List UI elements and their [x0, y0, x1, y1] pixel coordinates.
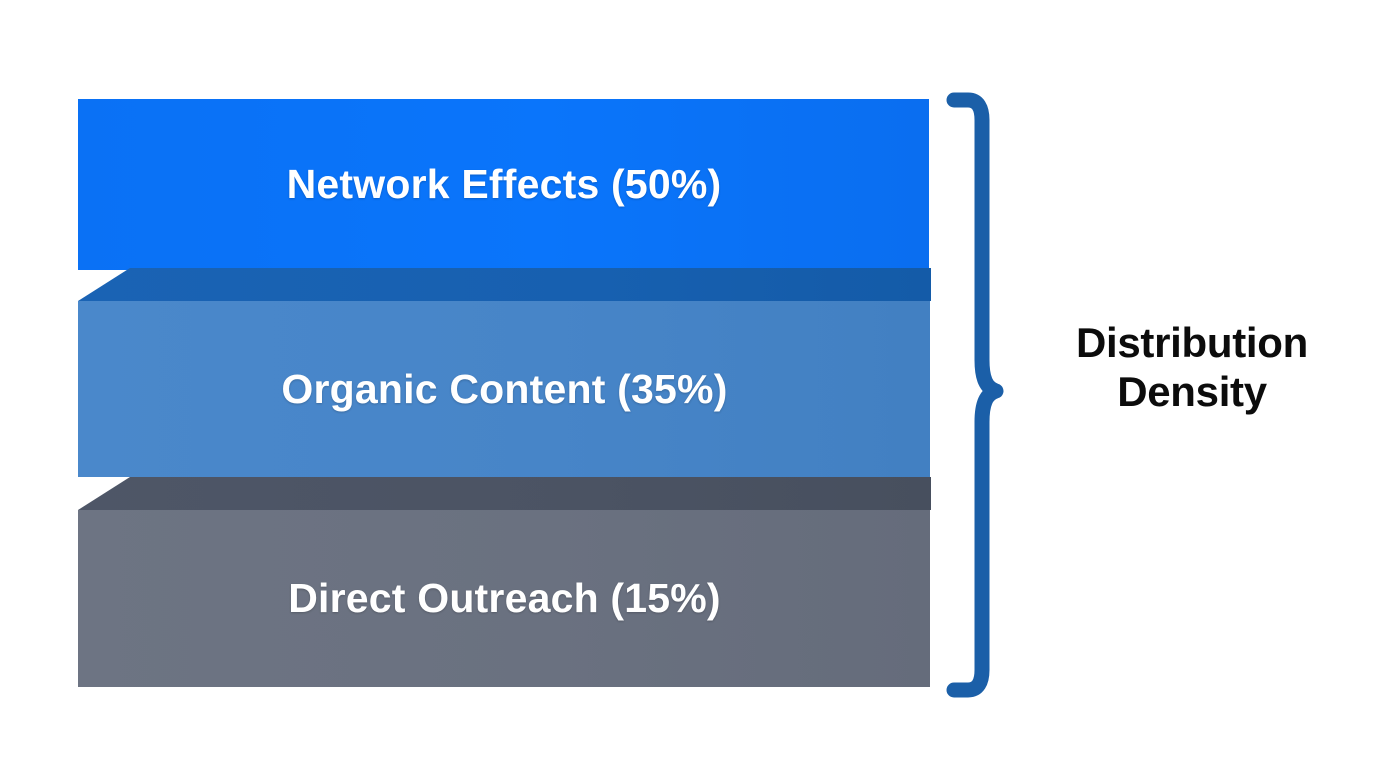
- caption-line-1: Distribution: [1075, 319, 1309, 366]
- layer-direct-outreach[interactable]: Direct Outreach (15%): [78, 477, 931, 687]
- diagram-caption: Distribution Density: [1018, 318, 1366, 416]
- layer-direct-outreach-shape: [78, 477, 931, 687]
- brace-wrap: [944, 92, 1004, 698]
- layer-network-effects-shape: [78, 99, 929, 270]
- layer-organic-content-shape: [78, 268, 931, 477]
- layer-direct-outreach-top-face: [78, 477, 931, 510]
- layer-network-effects[interactable]: Network Effects (50%): [78, 99, 930, 270]
- layer-direct-outreach-front-face: [78, 510, 930, 687]
- layer-organic-content-front-face: [78, 301, 930, 477]
- right-curly-brace-icon: [946, 92, 1004, 698]
- caption-line-2: Density: [1117, 368, 1267, 416]
- layer-organic-content[interactable]: Organic Content (35%): [78, 268, 931, 477]
- layer-organic-content-top-face: [78, 268, 931, 301]
